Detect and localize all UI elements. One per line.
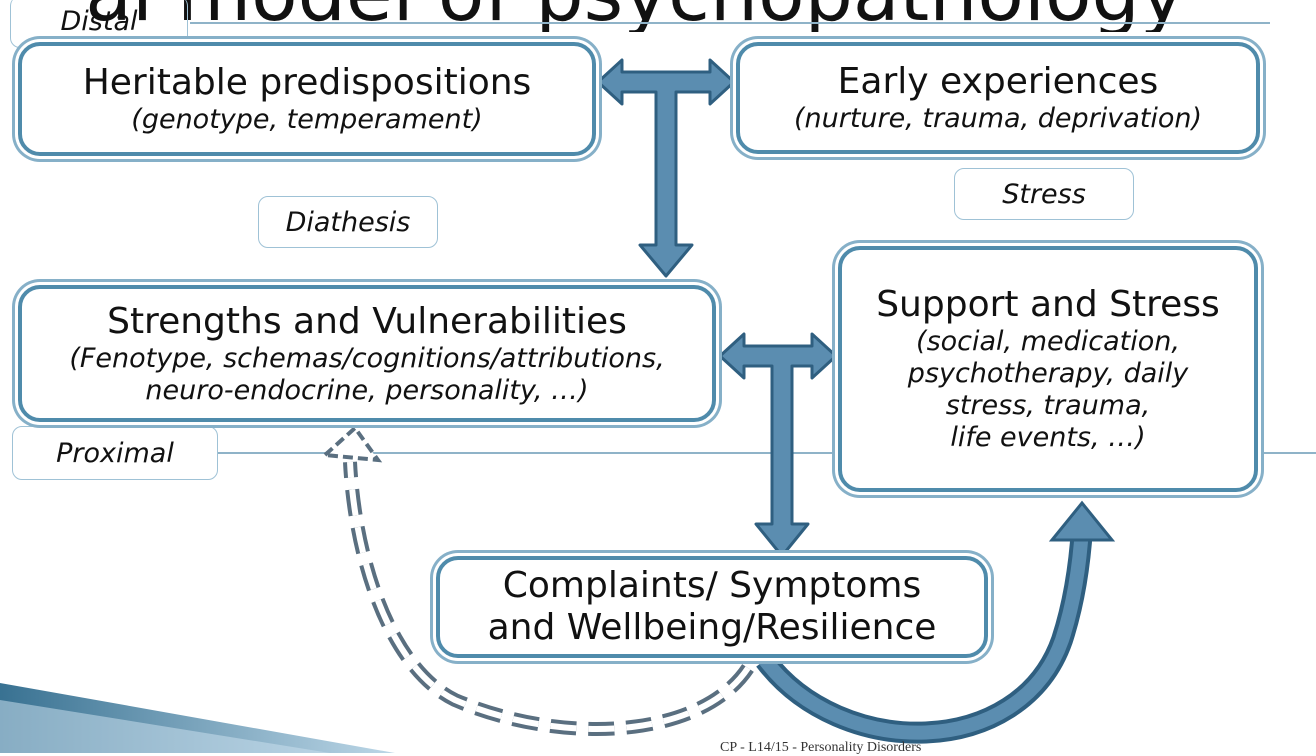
early-experiences-detail: (nurture, trauma, deprivation) — [793, 103, 1203, 134]
dashed-feedback-arrowhead — [320, 425, 383, 463]
slide-title: al model of psychopathology — [0, 0, 1270, 32]
heritable-predispositions-detail: (genotype, temperament) — [131, 104, 483, 135]
distal-label: Distal — [10, 0, 188, 48]
complaints-wellbeing-title-1: Complaints/ Symptoms — [502, 565, 922, 606]
slide-footer: CP - L14/15 - Personality Disorders — [720, 740, 922, 755]
dashed-feedback-arrow-inner — [347, 461, 751, 732]
stress-label-text: Stress — [1002, 178, 1086, 210]
lower-t-arrow — [718, 332, 838, 558]
strengths-vulnerabilities-detail-1: (Fenotype, schemas/cognitions/attributio… — [69, 342, 665, 374]
diathesis-label-text: Diathesis — [285, 206, 411, 238]
heritable-predispositions-box: Heritable predispositions (genotype, tem… — [18, 42, 596, 156]
support-stress-detail-2: psychotherapy, daily — [907, 358, 1189, 389]
support-stress-detail-3: stress, trauma, — [945, 390, 1151, 421]
curved-outcome-arrowhead — [1048, 500, 1116, 542]
distal-label-text: Distal — [60, 6, 138, 37]
strengths-vulnerabilities-detail-2: neuro-endocrine, personality, …) — [145, 374, 589, 406]
strengths-vulnerabilities-title: Strengths and Vulnerabilities — [107, 300, 627, 342]
stress-label: Stress — [954, 168, 1134, 220]
distal-divider-line — [190, 22, 1270, 24]
proximal-label: Proximal — [12, 426, 218, 480]
complaints-wellbeing-box: Complaints/ Symptoms and Wellbeing/Resil… — [436, 556, 988, 658]
support-stress-detail-1: (social, medication, — [916, 326, 1180, 357]
curved-outcome-arrow-fill — [759, 527, 1089, 740]
support-stress-title: Support and Stress — [876, 284, 1220, 325]
decorative-wedge-light — [0, 700, 330, 753]
upper-t-arrow — [596, 58, 736, 278]
strengths-vulnerabilities-box: Strengths and Vulnerabilities (Fenotype,… — [18, 285, 716, 422]
proximal-label-text: Proximal — [56, 437, 174, 469]
complaints-wellbeing-title-2: and Wellbeing/Resilience — [487, 607, 937, 648]
proximal-divider-line — [218, 452, 1316, 454]
support-stress-box: Support and Stress (social, medication, … — [838, 246, 1258, 492]
heritable-predispositions-title: Heritable predispositions — [82, 62, 532, 103]
diathesis-label: Diathesis — [258, 196, 438, 248]
support-stress-detail-4: life events, …) — [950, 422, 1146, 453]
early-experiences-title: Early experiences — [837, 61, 1159, 102]
early-experiences-box: Early experiences (nurture, trauma, depr… — [736, 42, 1260, 154]
